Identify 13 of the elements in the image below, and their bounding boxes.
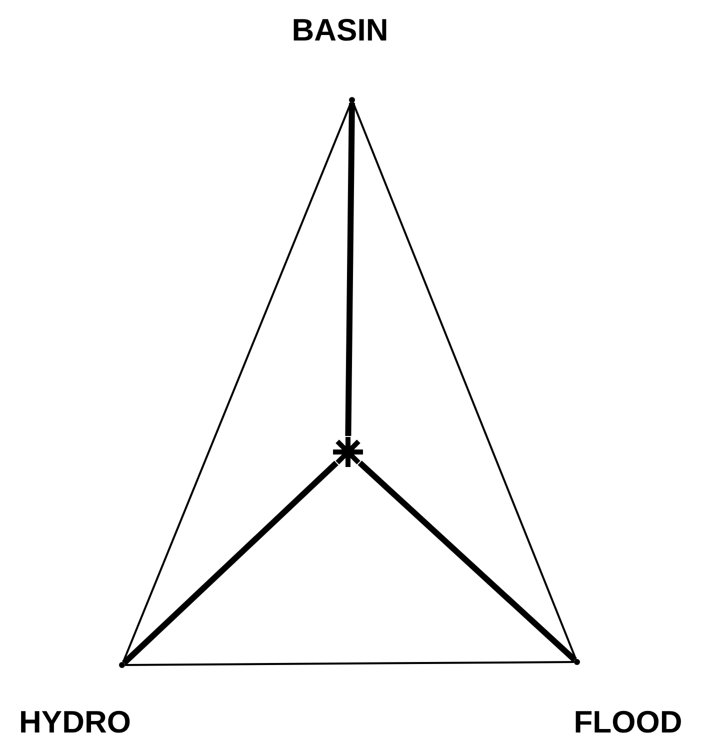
thick-line xyxy=(122,460,338,666)
line xyxy=(122,102,352,663)
vertex-label: HYDRO xyxy=(19,706,131,738)
thick-line xyxy=(358,460,577,662)
asterisk-marker xyxy=(332,436,364,468)
vertex-point xyxy=(119,662,125,668)
thick-line xyxy=(345,102,355,436)
vertex-label: BASIN xyxy=(292,14,388,46)
vertex-point xyxy=(574,659,580,665)
line xyxy=(125,661,574,666)
vertex-point xyxy=(349,97,355,103)
vertex-label: FLOOD xyxy=(574,706,682,738)
line xyxy=(352,102,577,660)
